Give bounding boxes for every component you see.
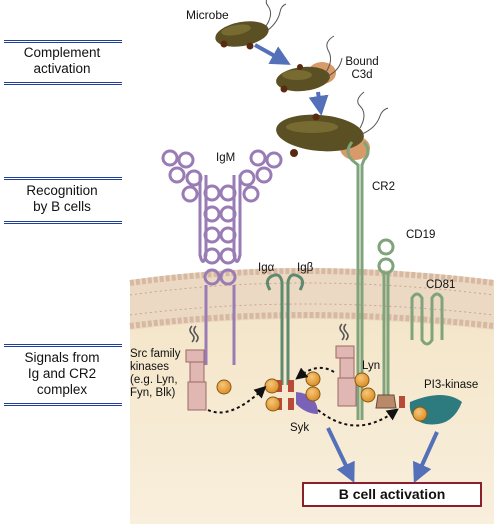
label-cd81: CD81: [426, 279, 456, 291]
label-syk: Syk: [290, 422, 310, 434]
igm-receptor: [161, 149, 283, 365]
stage-label-signals: Signals from Ig and CR2 complex: [24, 350, 100, 397]
stage-rule: [4, 177, 122, 180]
label-ig-beta: Igβ: [297, 262, 314, 274]
b-cell-activation-box: B cell activation: [302, 482, 482, 507]
label-igm: IgM: [216, 152, 236, 164]
phosphorylation-arrows: [207, 366, 399, 427]
stage-rule: [4, 40, 122, 43]
label-microbe: Microbe: [186, 8, 229, 22]
stage-label-recognition: Recognition by B cells: [26, 183, 98, 214]
label-cr2: CR2: [372, 181, 396, 193]
microbe-3: [276, 91, 389, 160]
syk-kinase: [296, 370, 318, 414]
stage-rule: [4, 82, 122, 85]
label-pi3k: PI3-kinase: [424, 379, 479, 391]
stage-rule: [4, 344, 122, 347]
cd19-receptor: [375, 238, 397, 409]
arrow-microbe-to-bound: [254, 43, 291, 65]
label-src-kinases: Src family kinases (e.g. Lyn, Fyn, Blk): [130, 348, 181, 399]
cr2-receptor: [346, 141, 370, 420]
src-kinase-left: [185, 325, 207, 411]
label-cd19: CD19: [406, 229, 436, 241]
lyn-kinase: [335, 323, 357, 407]
phospho-groups: [216, 371, 428, 422]
stage-rule: [4, 403, 122, 406]
ig-alpha-beta: [265, 273, 305, 385]
arrow-pi3k-to-outcome: [413, 431, 439, 484]
label-bound-c3d: Bound C3d: [345, 56, 379, 81]
arrow-syk-to-outcome: [326, 427, 355, 484]
stage-label-complement: Complement activation: [23, 45, 101, 76]
label-ig-alpha: Igα: [258, 262, 275, 274]
label-lyn: Lyn: [362, 360, 381, 372]
microbe-2: [276, 35, 343, 93]
stage-rule: [4, 221, 122, 224]
microbe-1: [215, 0, 287, 50]
cd81-protein: [410, 292, 444, 346]
arrow-bound-to-receptor: [308, 91, 329, 116]
